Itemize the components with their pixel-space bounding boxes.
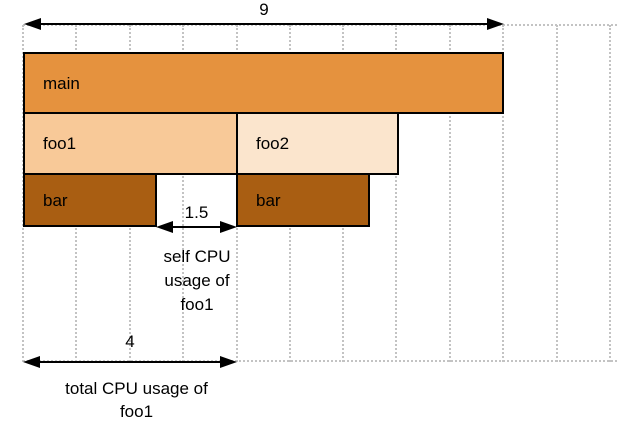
frame-foo2-label: foo2 <box>256 134 290 153</box>
arrow-shaft <box>26 361 234 363</box>
grid-top-line <box>23 24 617 26</box>
grid-line <box>556 25 558 362</box>
frame-bar-right: bar <box>236 173 370 227</box>
frame-foo1: foo1 <box>23 112 238 175</box>
grid-line <box>609 25 611 362</box>
total-foo1-caption: total CPU usage of foo1 <box>65 379 208 421</box>
frame-foo2: foo2 <box>236 112 399 175</box>
arrow-shaft <box>27 23 501 25</box>
width-main-arrow <box>24 17 504 31</box>
frame-bar-left: bar <box>23 173 157 227</box>
self-foo1-arrow <box>156 220 237 234</box>
arrowhead-right-icon <box>220 221 237 233</box>
arrowhead-right-icon <box>220 356 237 368</box>
arrowhead-right-icon <box>487 18 504 30</box>
width-main-value: 9 <box>259 0 269 19</box>
frame-bar-right-label: bar <box>256 190 281 210</box>
frame-main: main <box>23 52 504 114</box>
frame-bar-left-label: bar <box>43 190 68 210</box>
total-foo1-arrow <box>23 355 237 369</box>
self-foo1-value: 1.5 <box>184 203 209 222</box>
self-foo1-caption: self CPU usage of foo1 <box>163 247 231 314</box>
grid-line <box>449 25 451 362</box>
grid-bottom-line <box>23 360 617 362</box>
total-foo1-value: 4 <box>125 332 135 351</box>
grid-line <box>395 25 397 362</box>
frame-foo1-label: foo1 <box>43 134 77 153</box>
grid-line <box>502 25 504 362</box>
frame-main-label: main <box>43 73 80 93</box>
grid-line <box>182 25 184 362</box>
arrow-shaft <box>159 226 234 228</box>
